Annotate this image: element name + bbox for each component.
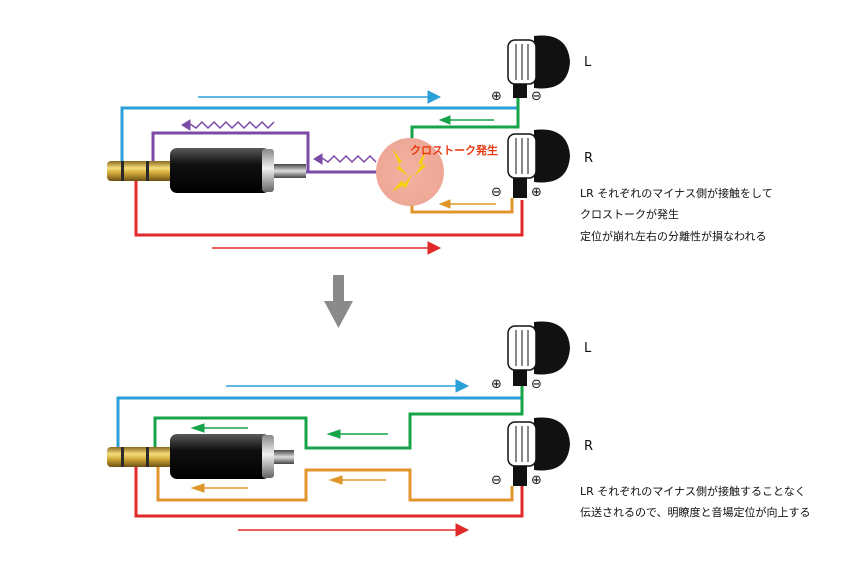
top-driver-r <box>507 129 570 198</box>
top-caption-line-1: LR それぞれのマイナス側が接触をして <box>580 186 773 200</box>
top-driver-l <box>507 35 570 98</box>
top-l-minus-symbol: ⊖ <box>531 89 542 104</box>
top-right-signal-arrow <box>212 241 442 255</box>
top-label-l: L <box>584 55 592 70</box>
bottom-caption-line-1: LR それぞれのマイナス側が接触することなく <box>580 484 806 498</box>
bottom-diagram: L ⊕ ⊖ R ⊖ ⊕ LR それぞれのマイナス側が接触することなく 伝送される… <box>107 321 811 537</box>
top-label-r: R <box>584 151 593 166</box>
top-crosstalk-arrow-lower <box>313 153 377 165</box>
bottom-stereo-plug <box>107 434 294 479</box>
top-crosstalk-arrow-upper <box>181 119 275 131</box>
spark-icon <box>392 148 408 176</box>
bottom-left-signal-arrow <box>226 379 470 393</box>
bottom-right-ground-wire <box>156 466 514 502</box>
down-arrow-icon <box>324 275 353 328</box>
spark-icon <box>392 174 412 192</box>
bottom-right-ground-arrow-right <box>328 475 386 485</box>
bottom-label-r: R <box>584 439 593 454</box>
crosstalk-glow <box>376 138 444 206</box>
bottom-driver-l <box>507 321 570 386</box>
top-left-ground-arrow <box>438 115 494 125</box>
bottom-left-ground-arrow-right <box>326 429 388 439</box>
top-l-plus-symbol: ⊕ <box>491 89 502 104</box>
bottom-label-l: L <box>584 341 592 356</box>
bottom-r-minus-symbol: ⊖ <box>491 473 502 488</box>
bottom-l-minus-symbol: ⊖ <box>531 377 542 392</box>
top-r-minus-symbol: ⊖ <box>491 185 502 200</box>
top-right-ground-arrow <box>438 199 496 209</box>
bottom-right-signal-arrow <box>238 523 470 537</box>
bottom-driver-r <box>507 417 570 486</box>
top-stereo-plug <box>107 148 306 193</box>
top-caption-line-3: 定位が崩れ左右の分離性が損なわれる <box>580 229 766 243</box>
bottom-left-ground-wire <box>153 386 524 455</box>
bottom-caption-line-2: 伝送されるので、明瞭度と音場定位が向上する <box>580 505 811 519</box>
top-r-plus-symbol: ⊕ <box>531 185 542 200</box>
top-diagram: クロストーク発生 <box>107 35 773 255</box>
crosstalk-label: クロストーク発生 <box>410 143 498 157</box>
bottom-left-ground-arrow-left <box>190 423 248 433</box>
bottom-r-plus-symbol: ⊕ <box>531 473 542 488</box>
top-left-signal-arrow <box>198 90 442 104</box>
spark-icon <box>414 150 426 176</box>
bottom-l-plus-symbol: ⊕ <box>491 377 502 392</box>
top-caption-line-2: クロストークが発生 <box>580 207 679 221</box>
bottom-right-ground-arrow-left <box>190 483 248 493</box>
